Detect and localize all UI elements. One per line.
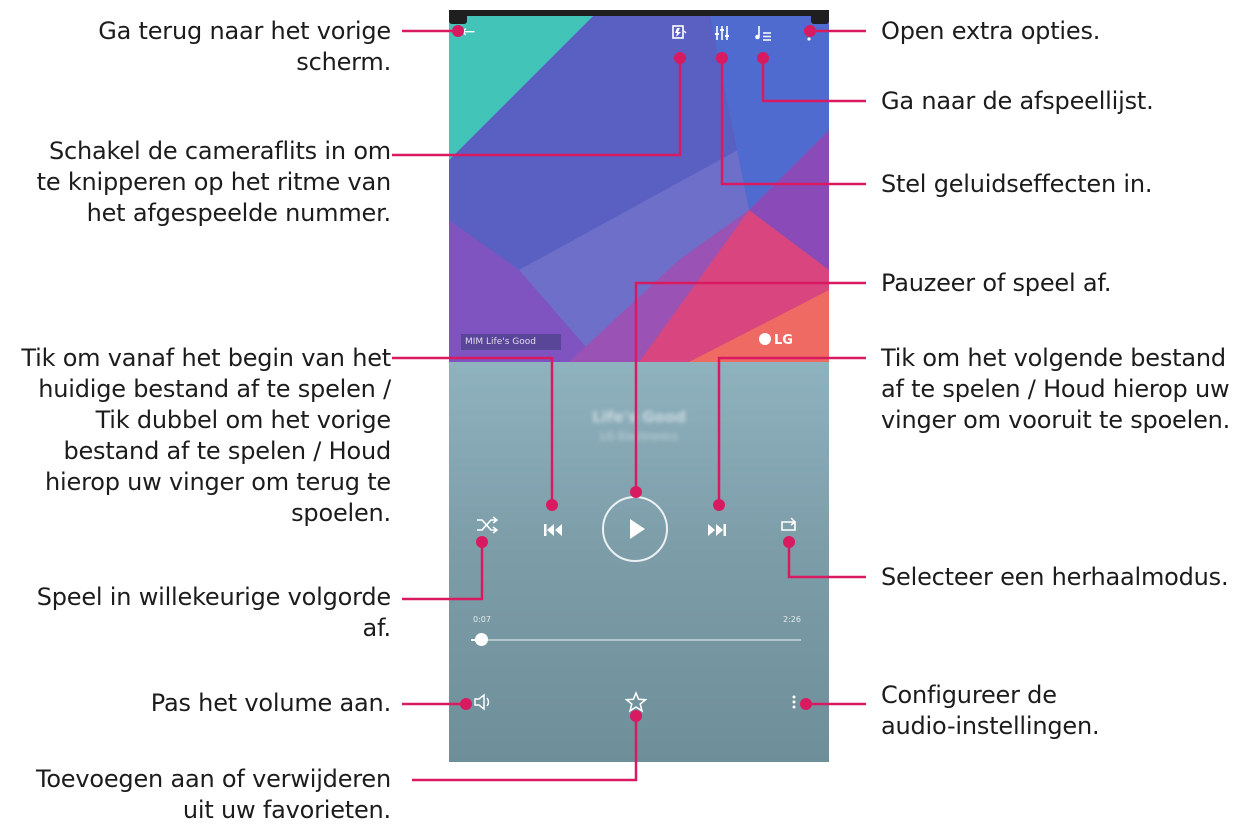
camera-flash-icon[interactable]: [671, 24, 687, 42]
play-button[interactable]: [602, 496, 668, 562]
callout-flash: Schakel de cameraflits in om te knippere…: [36, 137, 392, 227]
more-options-icon[interactable]: [805, 24, 813, 42]
volume-icon[interactable]: [473, 693, 493, 711]
media-banner-text: MIM Life's Good: [465, 337, 536, 347]
callout-sound-effects: Stel geluidseffecten in.: [881, 170, 1153, 198]
song-artist: LG Electronics: [599, 430, 679, 443]
back-arrow-icon[interactable]: ←: [461, 22, 476, 42]
song-title: Life's Good: [592, 408, 686, 426]
callout-next: Tik om het volgende bestand af te spelen…: [881, 344, 1231, 434]
callout-playlist: Ga naar de afspeellijst.: [881, 87, 1154, 115]
elapsed-time: 0:07: [473, 615, 491, 624]
star-icon[interactable]: [625, 691, 647, 713]
skip-previous-icon[interactable]: [543, 523, 563, 537]
callout-play: Pauzeer of speel af.: [881, 269, 1112, 297]
progress-thumb[interactable]: [474, 633, 488, 646]
callout-back: Ga terug naar het vorige scherm.: [98, 17, 391, 76]
shuffle-icon[interactable]: [476, 516, 498, 534]
repeat-icon[interactable]: [779, 516, 799, 534]
equalizer-icon[interactable]: [714, 24, 730, 42]
lg-logo-circle: [759, 333, 771, 345]
skip-next-icon[interactable]: [707, 523, 727, 537]
callout-shuffle: Speel in willekeurige volgorde af.: [36, 583, 392, 642]
callout-repeat: Selecteer een herhaalmodus.: [881, 563, 1229, 591]
play-icon: [630, 519, 645, 539]
progress-track[interactable]: [485, 639, 801, 641]
album-art: ← MIM Life's Good LG: [449, 10, 829, 362]
callout-favorite: Toevoegen aan of verwijderen uit uw favo…: [35, 765, 391, 824]
lg-logo: LG: [759, 333, 793, 348]
total-time: 2:26: [783, 615, 801, 624]
media-banner: [461, 334, 561, 350]
callout-previous: Tik om vanaf het begin van het huidige b…: [21, 344, 391, 527]
music-player-screen: ← MIM Life's Good LG Lif: [449, 10, 829, 762]
callout-volume: Pas het volume aan.: [150, 689, 391, 717]
playlist-icon[interactable]: [754, 24, 772, 42]
lg-logo-text: LG: [774, 333, 793, 348]
audio-settings-icon[interactable]: [787, 694, 801, 710]
album-art-graphic: [449, 10, 829, 362]
callout-more: Open extra opties.: [881, 17, 1101, 45]
callout-audio-settings: Configureer de audio-instellingen.: [881, 681, 1100, 740]
